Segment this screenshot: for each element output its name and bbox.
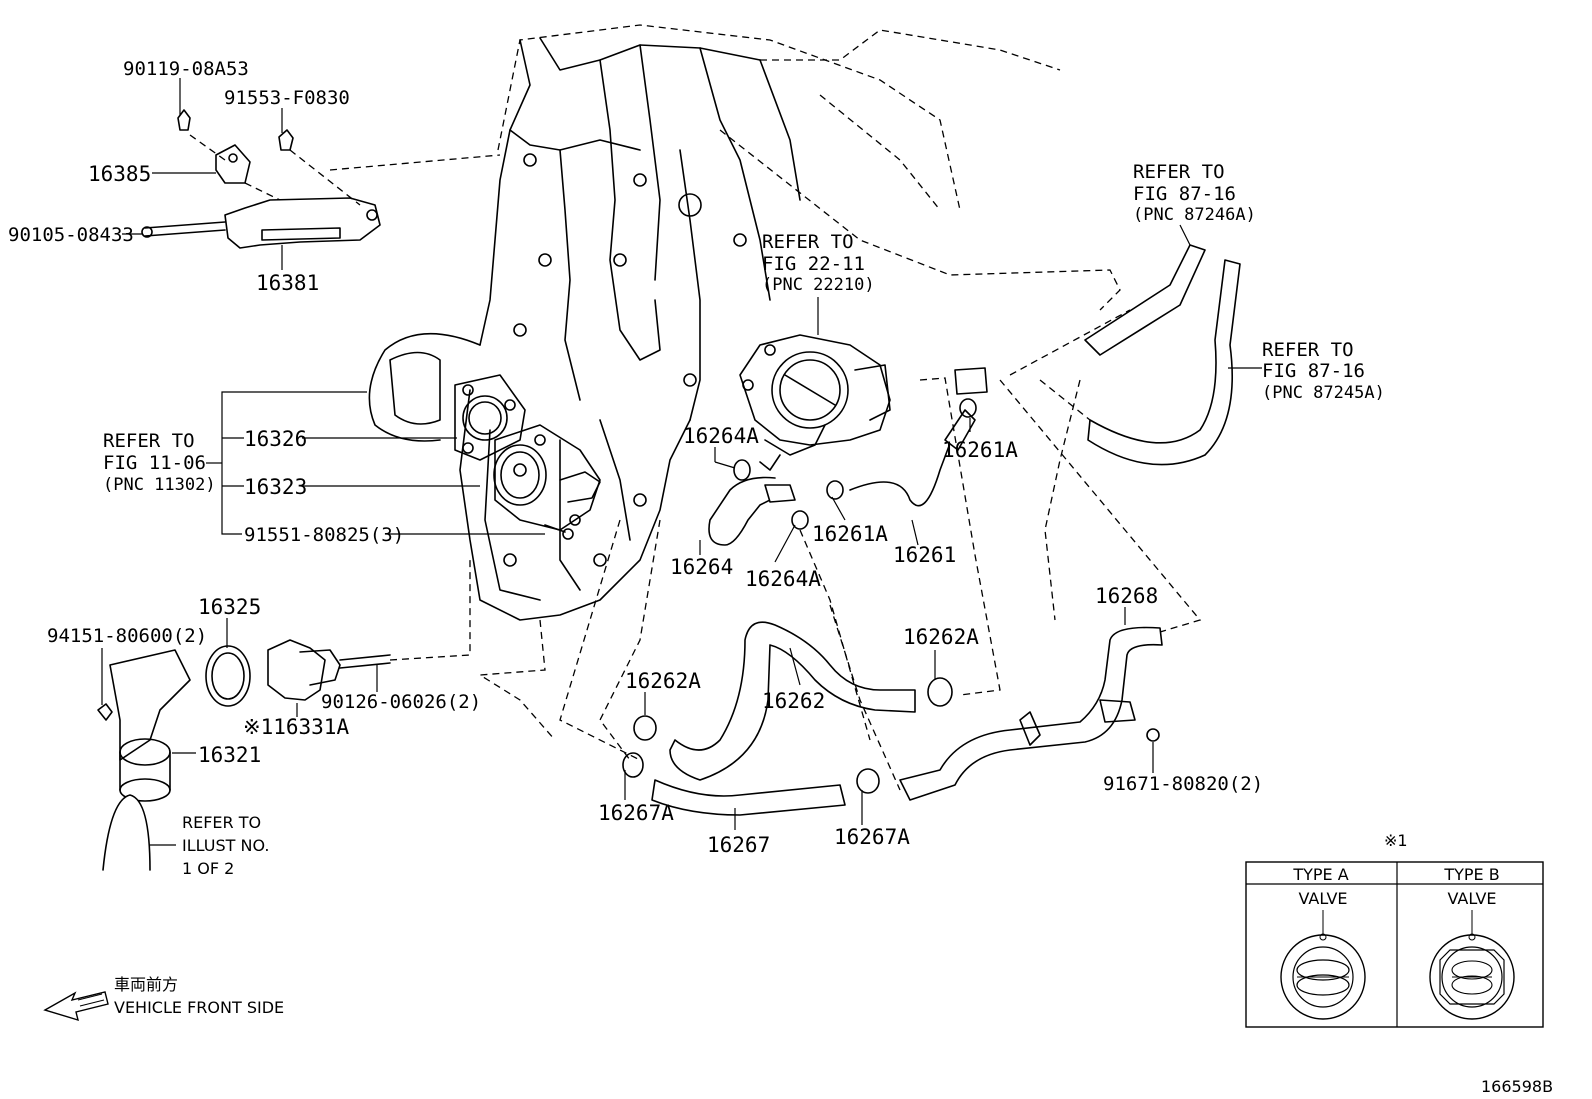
timing-cover-drawing [368, 24, 1121, 741]
label-16321[interactable]: 16321 [198, 743, 261, 767]
vehicle-front-indicator: 車両前方 VEHICLE FRONT SIDE [43, 975, 284, 1022]
thermostat-drawing [97, 560, 471, 871]
front-arrow-icon [43, 991, 109, 1022]
legend-mark: ※1 [1384, 831, 1408, 850]
ref-fig22-line1: REFER TO [762, 231, 854, 253]
label-90119-08A53[interactable]: 90119-08A53 [123, 58, 249, 80]
label-16262A-right[interactable]: 16262A [903, 625, 979, 649]
label-16326[interactable]: 16326 [244, 427, 307, 451]
front-label-en: VEHICLE FRONT SIDE [114, 998, 284, 1017]
leader-lines [101, 78, 1262, 846]
reference-labels: REFER TO FIG 11-06 (PNC 11302) REFER TO … [103, 161, 1385, 878]
ref-fig22-line3: (PNC 22210) [762, 275, 875, 295]
legend-type-a: TYPE A [1292, 865, 1348, 884]
front-label-jp: 車両前方 [114, 975, 178, 994]
ref-fig87b-line2: FIG 87-16 [1262, 360, 1365, 382]
legend-type-b: TYPE B [1443, 865, 1499, 884]
label-16385[interactable]: 16385 [88, 162, 151, 186]
ref-fig-87-16-b[interactable]: REFER TO FIG 87-16 (PNC 87245A) [1262, 339, 1385, 403]
ref-fig87a-line2: FIG 87-16 [1133, 183, 1236, 205]
part-labels: 90119-08A53 91553-F0830 16385 90105-0843… [8, 58, 1263, 857]
label-16331A[interactable]: ※116331A [243, 715, 349, 739]
ref-fig-22-11[interactable]: REFER TO FIG 22-11 (PNC 22210) [762, 231, 875, 295]
label-16261A-mid[interactable]: 16261A [812, 522, 888, 546]
ref-fig11-line3: (PNC 11302) [103, 475, 216, 495]
label-16261A-top[interactable]: 16261A [942, 438, 1018, 462]
ref-illust-line1: REFER TO [182, 813, 261, 832]
ref-illust-1-of-2[interactable]: REFER TO ILLUST NO. 1 OF 2 [182, 813, 269, 878]
label-16264[interactable]: 16264 [670, 555, 733, 579]
ref-fig-11-06[interactable]: REFER TO FIG 11-06 (PNC 11302) [103, 430, 216, 495]
label-16325[interactable]: 16325 [198, 595, 261, 619]
ref-fig22-line2: FIG 22-11 [762, 253, 865, 275]
dashed-connections [559, 309, 1202, 791]
thermostat-type-legend: ※1 TYPE A TYPE B VALVE VALVE [1245, 831, 1544, 1028]
label-91671-80820[interactable]: 91671-80820(2) [1103, 773, 1263, 795]
legend-valve-b: VALVE [1447, 889, 1496, 908]
label-16323[interactable]: 16323 [244, 475, 307, 499]
label-16261[interactable]: 16261 [893, 543, 956, 567]
label-91553-F0830[interactable]: 91553-F0830 [224, 87, 350, 109]
clamp-drawing [622, 398, 977, 794]
bracket-drawing [141, 109, 501, 249]
ref-fig87b-line3: (PNC 87245A) [1262, 383, 1385, 403]
throttle-body-drawing [739, 334, 891, 471]
ref-fig11-line2: FIG 11-06 [103, 452, 206, 474]
label-91551-80825[interactable]: 91551-80825(3) [244, 524, 404, 546]
ref-illust-line2: ILLUST NO. [182, 836, 269, 855]
label-16381[interactable]: 16381 [256, 271, 319, 295]
illustration-id: 166598B [1481, 1077, 1553, 1096]
label-16267A-left[interactable]: 16267A [598, 801, 674, 825]
thermostat-type-b-icon [1429, 910, 1515, 1020]
ref-fig11-line1: REFER TO [103, 430, 195, 452]
thermostat-type-a-icon [1280, 910, 1366, 1020]
hose-drawing [651, 244, 1241, 816]
label-16264A-bottom[interactable]: 16264A [745, 567, 821, 591]
label-16268[interactable]: 16268 [1095, 584, 1158, 608]
legend-box [1245, 861, 1544, 1028]
ref-fig87b-line1: REFER TO [1262, 339, 1354, 361]
water-inlet-drawing [454, 374, 601, 540]
label-16262[interactable]: 16262 [762, 689, 825, 713]
ref-illust-line3: 1 OF 2 [182, 859, 234, 878]
legend-valve-a: VALVE [1298, 889, 1347, 908]
label-94151-80600[interactable]: 94151-80600(2) [47, 625, 207, 647]
label-16267[interactable]: 16267 [707, 833, 770, 857]
ref-fig87a-line1: REFER TO [1133, 161, 1225, 183]
label-16264A-top[interactable]: 16264A [683, 424, 759, 448]
label-16267A-right[interactable]: 16267A [834, 825, 910, 849]
label-90126-06026[interactable]: 90126-06026(2) [321, 691, 481, 713]
label-16262A-left[interactable]: 16262A [625, 669, 701, 693]
ref-fig-87-16-a[interactable]: REFER TO FIG 87-16 (PNC 87246A) [1133, 161, 1256, 225]
label-90105-08433[interactable]: 90105-08433 [8, 224, 134, 246]
ref-fig87a-line3: (PNC 87246A) [1133, 205, 1256, 225]
